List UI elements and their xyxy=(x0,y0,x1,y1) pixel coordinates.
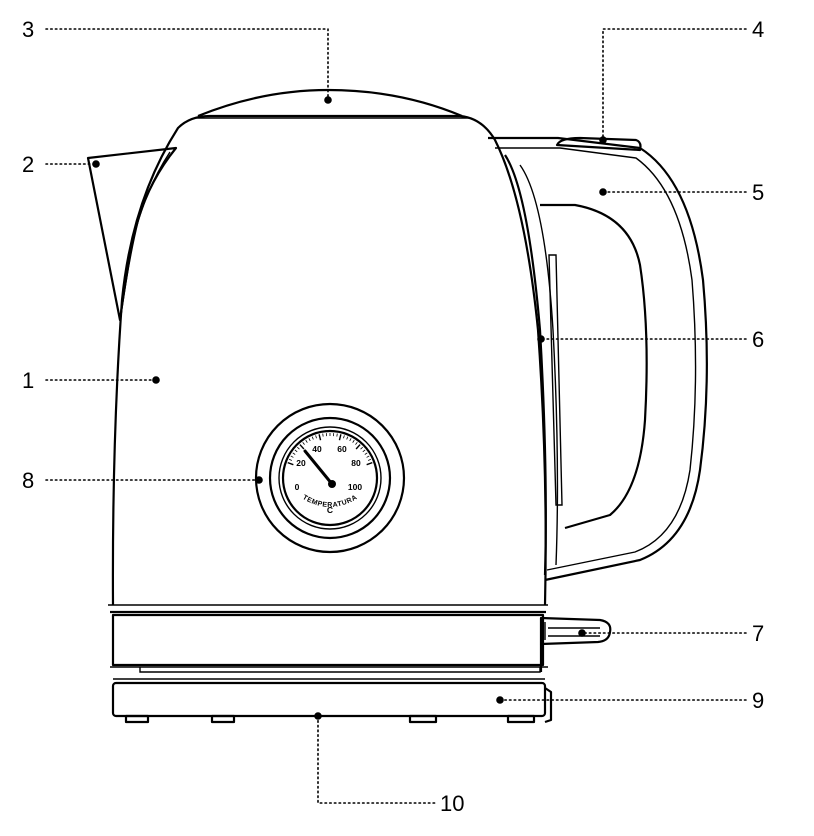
body-foot xyxy=(139,667,541,673)
dial-label-0: 0 xyxy=(295,482,300,492)
dot-1 xyxy=(152,376,160,384)
dial-tick xyxy=(287,461,294,466)
kettle-spout xyxy=(86,146,178,322)
dial-tick xyxy=(352,439,355,443)
handle-inner-opening xyxy=(540,203,648,530)
callout-8: 8 xyxy=(22,468,34,493)
dial-tick xyxy=(308,438,311,442)
thermometer-face-outer xyxy=(278,426,382,530)
base-foot-1 xyxy=(124,714,150,724)
dial-tick xyxy=(315,435,317,439)
kettle-body xyxy=(111,114,547,606)
callout-10: 10 xyxy=(440,791,464,816)
spout-inner-edge xyxy=(120,151,171,316)
power-switch-shape xyxy=(539,616,612,646)
dial-label-100: 100 xyxy=(348,482,362,492)
base-foot-4 xyxy=(506,714,536,724)
dial-tick xyxy=(302,441,305,445)
dot-9 xyxy=(496,696,504,704)
dial-tick xyxy=(296,446,300,450)
dial-tick xyxy=(349,438,352,442)
kettle-drawing: 0 20 40 60 80 100 TEMPERATURA C xyxy=(86,88,708,724)
thermometer-bezel-inner xyxy=(268,416,392,540)
callout-7: 7 xyxy=(752,621,764,646)
dial-unit: C xyxy=(327,505,333,515)
needle-hub xyxy=(328,480,336,488)
dot-10 xyxy=(314,712,322,720)
leader-4 xyxy=(602,28,747,141)
dot-4 xyxy=(599,136,607,144)
dial-tick xyxy=(355,444,361,450)
callout-3: 3 xyxy=(22,17,34,42)
handle-front-strip-inner xyxy=(519,164,559,566)
dial-tick xyxy=(343,435,345,439)
thermometer-dial: 0 20 40 60 80 100 TEMPERATURA C xyxy=(254,402,406,554)
dial-tick xyxy=(360,446,364,450)
dial-tick xyxy=(355,441,358,445)
base-foot-2 xyxy=(210,714,236,724)
dial-tick xyxy=(290,455,294,458)
dial-tick xyxy=(346,436,349,440)
base-foot-3 xyxy=(408,714,438,724)
callout-5: 5 xyxy=(752,180,764,205)
thermometer-face xyxy=(281,429,379,527)
callout-4: 4 xyxy=(752,17,764,42)
dial-tick xyxy=(292,452,296,455)
body-band xyxy=(111,613,545,667)
leader-10 xyxy=(317,715,437,804)
thermometer-ticks xyxy=(287,433,373,466)
dot-6 xyxy=(537,335,545,343)
dial-label-20: 20 xyxy=(296,458,306,468)
callout-6: 6 xyxy=(752,327,764,352)
dial-tick xyxy=(364,452,368,455)
dial-tick xyxy=(311,436,314,440)
dial-label-40: 40 xyxy=(312,444,322,454)
callout-numbers: 1 2 3 4 5 6 7 8 9 10 xyxy=(22,17,764,816)
leader-3 xyxy=(45,28,329,101)
base-cord-tab xyxy=(544,687,553,724)
callout-9: 9 xyxy=(752,688,764,713)
dial-label-80: 80 xyxy=(351,458,361,468)
dial-tick xyxy=(294,449,298,453)
dial-tick xyxy=(299,444,305,450)
dial-tick xyxy=(338,434,342,441)
thermometer-bezel-outer xyxy=(254,402,406,554)
thermometer-needle xyxy=(303,449,334,486)
dot-3 xyxy=(324,96,332,104)
handle-outer xyxy=(488,136,708,582)
dot-2 xyxy=(92,160,100,168)
power-switch-detail xyxy=(544,622,600,640)
dial-tick xyxy=(318,434,322,441)
power-base xyxy=(111,681,547,718)
dial-label-60: 60 xyxy=(337,444,347,454)
callout-1: 1 xyxy=(22,368,34,393)
dial-tick xyxy=(288,458,292,461)
dot-8 xyxy=(255,476,263,484)
dial-tick xyxy=(305,439,308,443)
dial-tick xyxy=(366,455,370,458)
dot-5 xyxy=(599,188,607,196)
handle-water-window xyxy=(548,254,563,506)
lid-button-shape xyxy=(555,136,642,152)
dial-tick xyxy=(368,458,372,461)
dial-tick xyxy=(366,461,373,466)
callout-2: 2 xyxy=(22,152,34,177)
dial-tick xyxy=(362,449,366,453)
dot-7 xyxy=(578,629,586,637)
callout-leaders xyxy=(45,28,747,804)
